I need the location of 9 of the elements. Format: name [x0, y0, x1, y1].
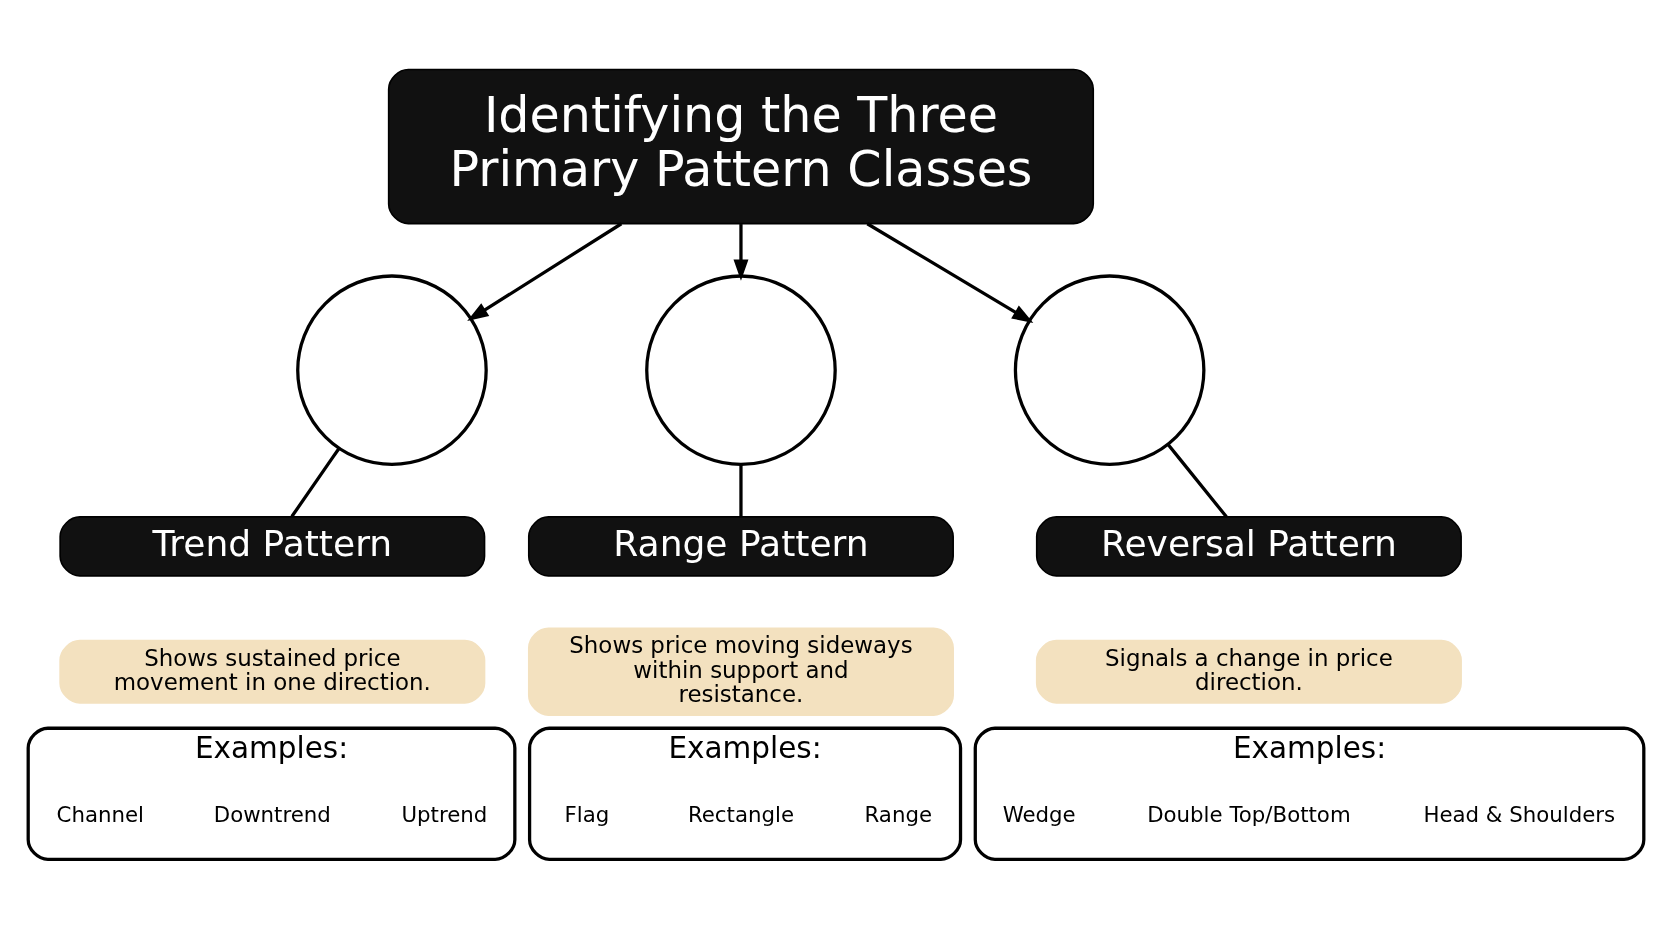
node-text: Uptrend [401, 801, 488, 827]
node-text: Channel [56, 801, 145, 827]
node-text: Double Top/Bottom [1147, 801, 1351, 827]
node-text: Wedge [1002, 801, 1076, 827]
node-text: Range [864, 801, 933, 827]
node-text: Downtrend [213, 801, 331, 827]
node-text: Flag [564, 801, 610, 827]
node-text: Rectangle [687, 801, 795, 827]
node-text: Head & Shoulders [1423, 801, 1616, 827]
